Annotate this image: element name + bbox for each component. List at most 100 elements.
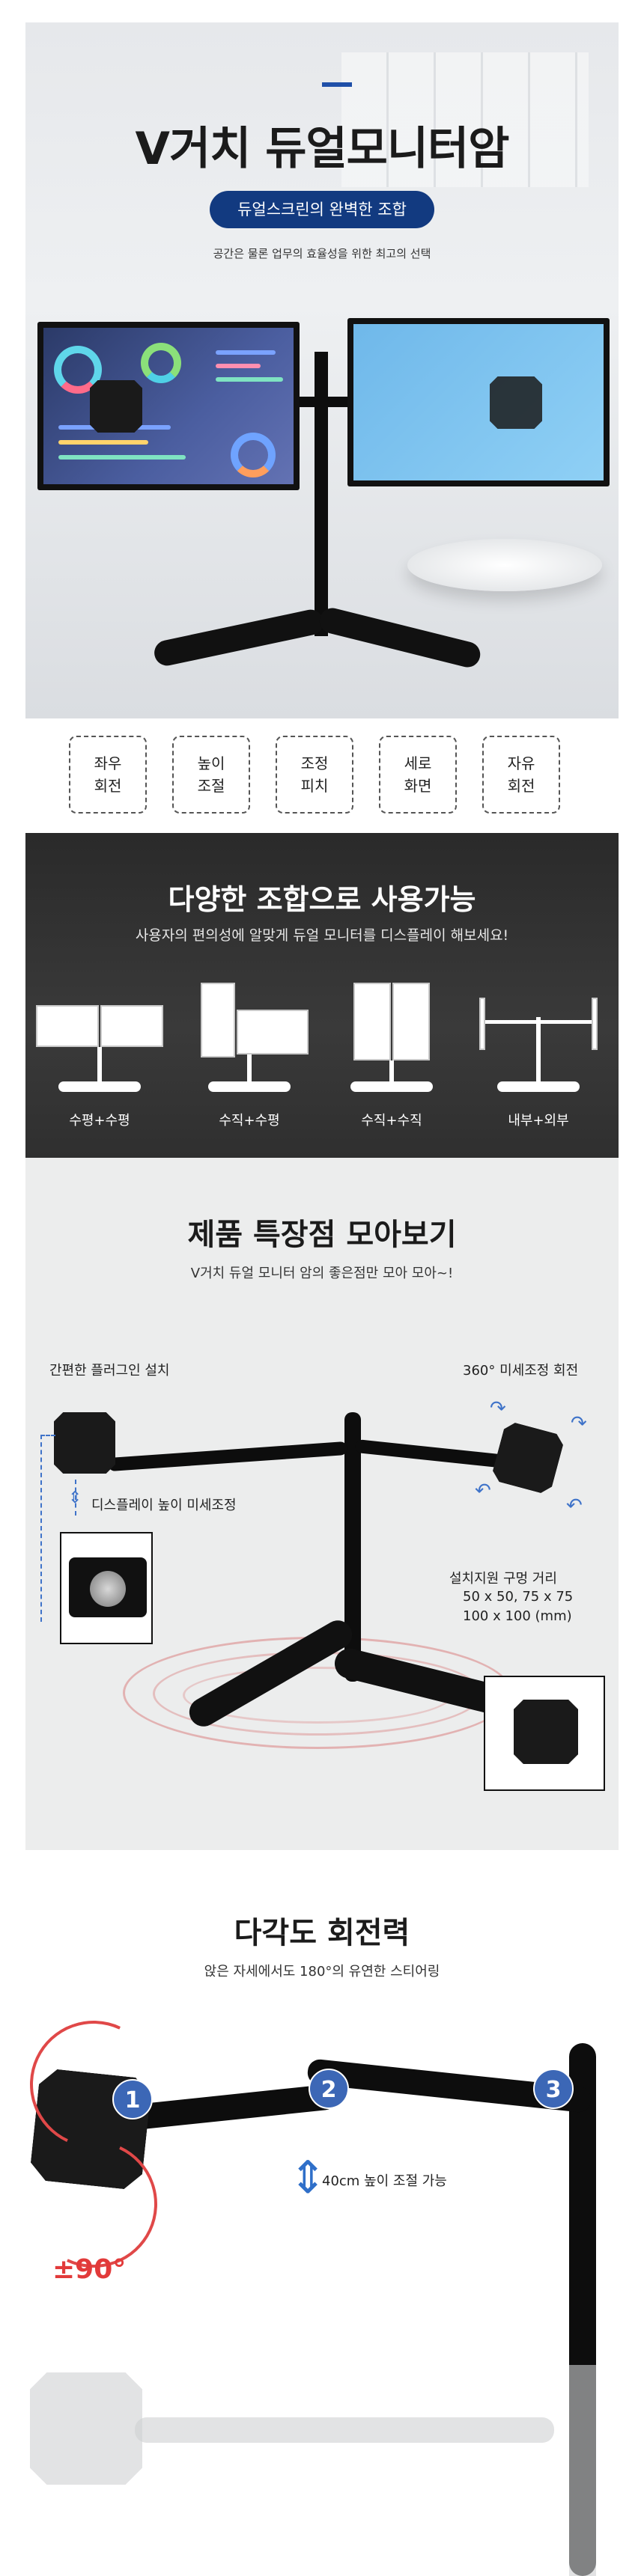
badge-line: 조정 xyxy=(300,754,329,772)
chart-ring-icon xyxy=(54,346,102,394)
vesa-distance-title: 설치지원 구멍 거리 xyxy=(449,1571,557,1587)
stand-pole xyxy=(315,352,328,636)
vesa-plate-icon xyxy=(514,1700,578,1764)
reflection-arm xyxy=(135,2417,554,2443)
overview-title: 제품 특장점 모아보기 xyxy=(187,1218,457,1252)
chart-ring-icon xyxy=(231,433,276,477)
height-arrow-icon: ⇕ xyxy=(289,2152,327,2204)
hero-subtitle: 공간은 물론 업무의 효율성을 위한 최고의 선택 xyxy=(213,247,431,260)
combo-foot xyxy=(58,1081,141,1092)
badge-line: 세로 xyxy=(404,754,432,772)
vesa-mount-left-icon xyxy=(54,1412,115,1474)
combo-foot xyxy=(208,1081,291,1092)
overview-subtitle: V거치 듀얼 모니터 암의 좋은점만 모아 모아~! xyxy=(190,1266,454,1281)
combo-foot xyxy=(350,1081,433,1092)
angle-title: 다각도 회전력 xyxy=(234,1916,410,1950)
combo-vertical-vertical: 수직+수직 xyxy=(328,983,455,1132)
overview-section: 제품 특장점 모아보기 V거치 듀얼 모니터 암의 좋은점만 모아 모아~! 간… xyxy=(25,1158,619,1850)
combo-vertical-horizontal: 수직+수평 xyxy=(186,983,313,1132)
combo-monitor xyxy=(592,998,598,1050)
combo-pole xyxy=(247,1054,252,1084)
knob-icon xyxy=(90,1571,126,1607)
joint-1-badge: 1 xyxy=(112,2079,153,2119)
height-note-label: 40cm 높이 조절 가능 xyxy=(322,2173,447,2189)
combo-pole xyxy=(536,1017,541,1084)
badge-line: 화면 xyxy=(404,777,432,795)
dashboard-bar xyxy=(216,350,276,355)
reflection-pole xyxy=(569,2365,596,2576)
left-guide-top xyxy=(40,1435,55,1436)
hero-section: V거치 듀얼모니터암 듀얼스크린의 완벽한 조합 공간은 물론 업무의 효율성을… xyxy=(25,22,619,718)
title-accent-bar xyxy=(322,82,352,87)
stand-base-right xyxy=(317,605,483,671)
vesa-distance-line1: 50 x 50, 75 x 75 xyxy=(463,1589,574,1605)
combo-monitor xyxy=(201,983,235,1057)
height-arrow-icon: ⇕ xyxy=(68,1489,82,1507)
stand-pole xyxy=(344,1412,361,1682)
rotate-arrow-icon: ↷ xyxy=(571,1412,587,1435)
vesa-plate-inset xyxy=(484,1676,605,1791)
badge-line: 회전 xyxy=(94,777,122,795)
height-guide-line xyxy=(75,1480,76,1516)
left-monitor xyxy=(37,322,300,490)
combo-inner-outer: 내부+외부 xyxy=(475,983,602,1132)
combo-label: 수직+수평 xyxy=(219,1113,280,1129)
combo-horizontal-horizontal: 수평+수평 xyxy=(36,983,163,1132)
combo-monitor xyxy=(353,983,391,1060)
badge-line: 좌우 xyxy=(94,754,122,772)
combo-label: 수평+수평 xyxy=(69,1113,130,1129)
combo-monitor xyxy=(392,983,430,1060)
vesa-mount-icon xyxy=(90,380,142,433)
combo-subtitle: 사용자의 편의성에 알맞게 듀얼 모니터를 디스플레이 해보세요! xyxy=(135,927,509,944)
combo-label: 내부+외부 xyxy=(508,1113,569,1129)
badge-line: 높이 xyxy=(197,754,225,772)
left-monitor-screen xyxy=(43,328,294,484)
dashboard-bar xyxy=(58,455,186,460)
vesa-mount-right-icon xyxy=(490,1420,565,1495)
right-monitor xyxy=(347,318,610,486)
badge-line: 자유 xyxy=(507,754,535,772)
combo-monitor xyxy=(479,998,485,1050)
vesa-mount-icon xyxy=(490,376,542,429)
dashboard-bar xyxy=(216,364,261,368)
combo-monitor xyxy=(36,1005,99,1047)
joint-2-badge: 2 xyxy=(309,2069,349,2109)
badge-line: 피치 xyxy=(300,777,329,795)
stand-base-left xyxy=(151,607,326,668)
combo-pole xyxy=(97,1047,102,1084)
dashboard-bar xyxy=(58,440,148,445)
left-guide-line xyxy=(40,1435,42,1622)
combo-title: 다양한 조합으로 사용가능 xyxy=(168,883,476,916)
height-adjust-label: 디스플레이 높이 미세조정 xyxy=(91,1498,237,1513)
rotation-label: 360° 미세조정 회전 xyxy=(463,1363,579,1379)
joint-3-badge: 3 xyxy=(533,2069,574,2109)
combo-pole xyxy=(389,1060,394,1084)
hero-title: V거치 듀얼모니터암 xyxy=(135,123,510,175)
rotate-arrow-icon: ↶ xyxy=(475,1480,491,1502)
combo-foot xyxy=(497,1081,580,1092)
combo-section: 다양한 조합으로 사용가능 사용자의 편의성에 알맞게 듀얼 모니터를 디스플레… xyxy=(25,833,619,1158)
right-monitor-screen xyxy=(353,324,604,480)
combo-monitor xyxy=(100,1005,163,1047)
background-window xyxy=(341,52,589,187)
combo-label: 수직+수직 xyxy=(361,1113,422,1129)
reflection-vesa xyxy=(30,2372,142,2485)
knob-detail-inset xyxy=(60,1532,153,1644)
vesa-distance-line2: 100 x 100 (mm) xyxy=(463,1608,572,1624)
badge-line: 회전 xyxy=(507,777,535,795)
angle-subtitle: 앉은 자세에서도 180°의 유연한 스티어링 xyxy=(204,1964,440,1980)
combo-monitor xyxy=(237,1010,309,1054)
rotate-arrow-icon: ↶ xyxy=(566,1495,583,1517)
rotate-arrow-icon: ↷ xyxy=(490,1397,506,1420)
dashboard-bar xyxy=(216,377,283,382)
